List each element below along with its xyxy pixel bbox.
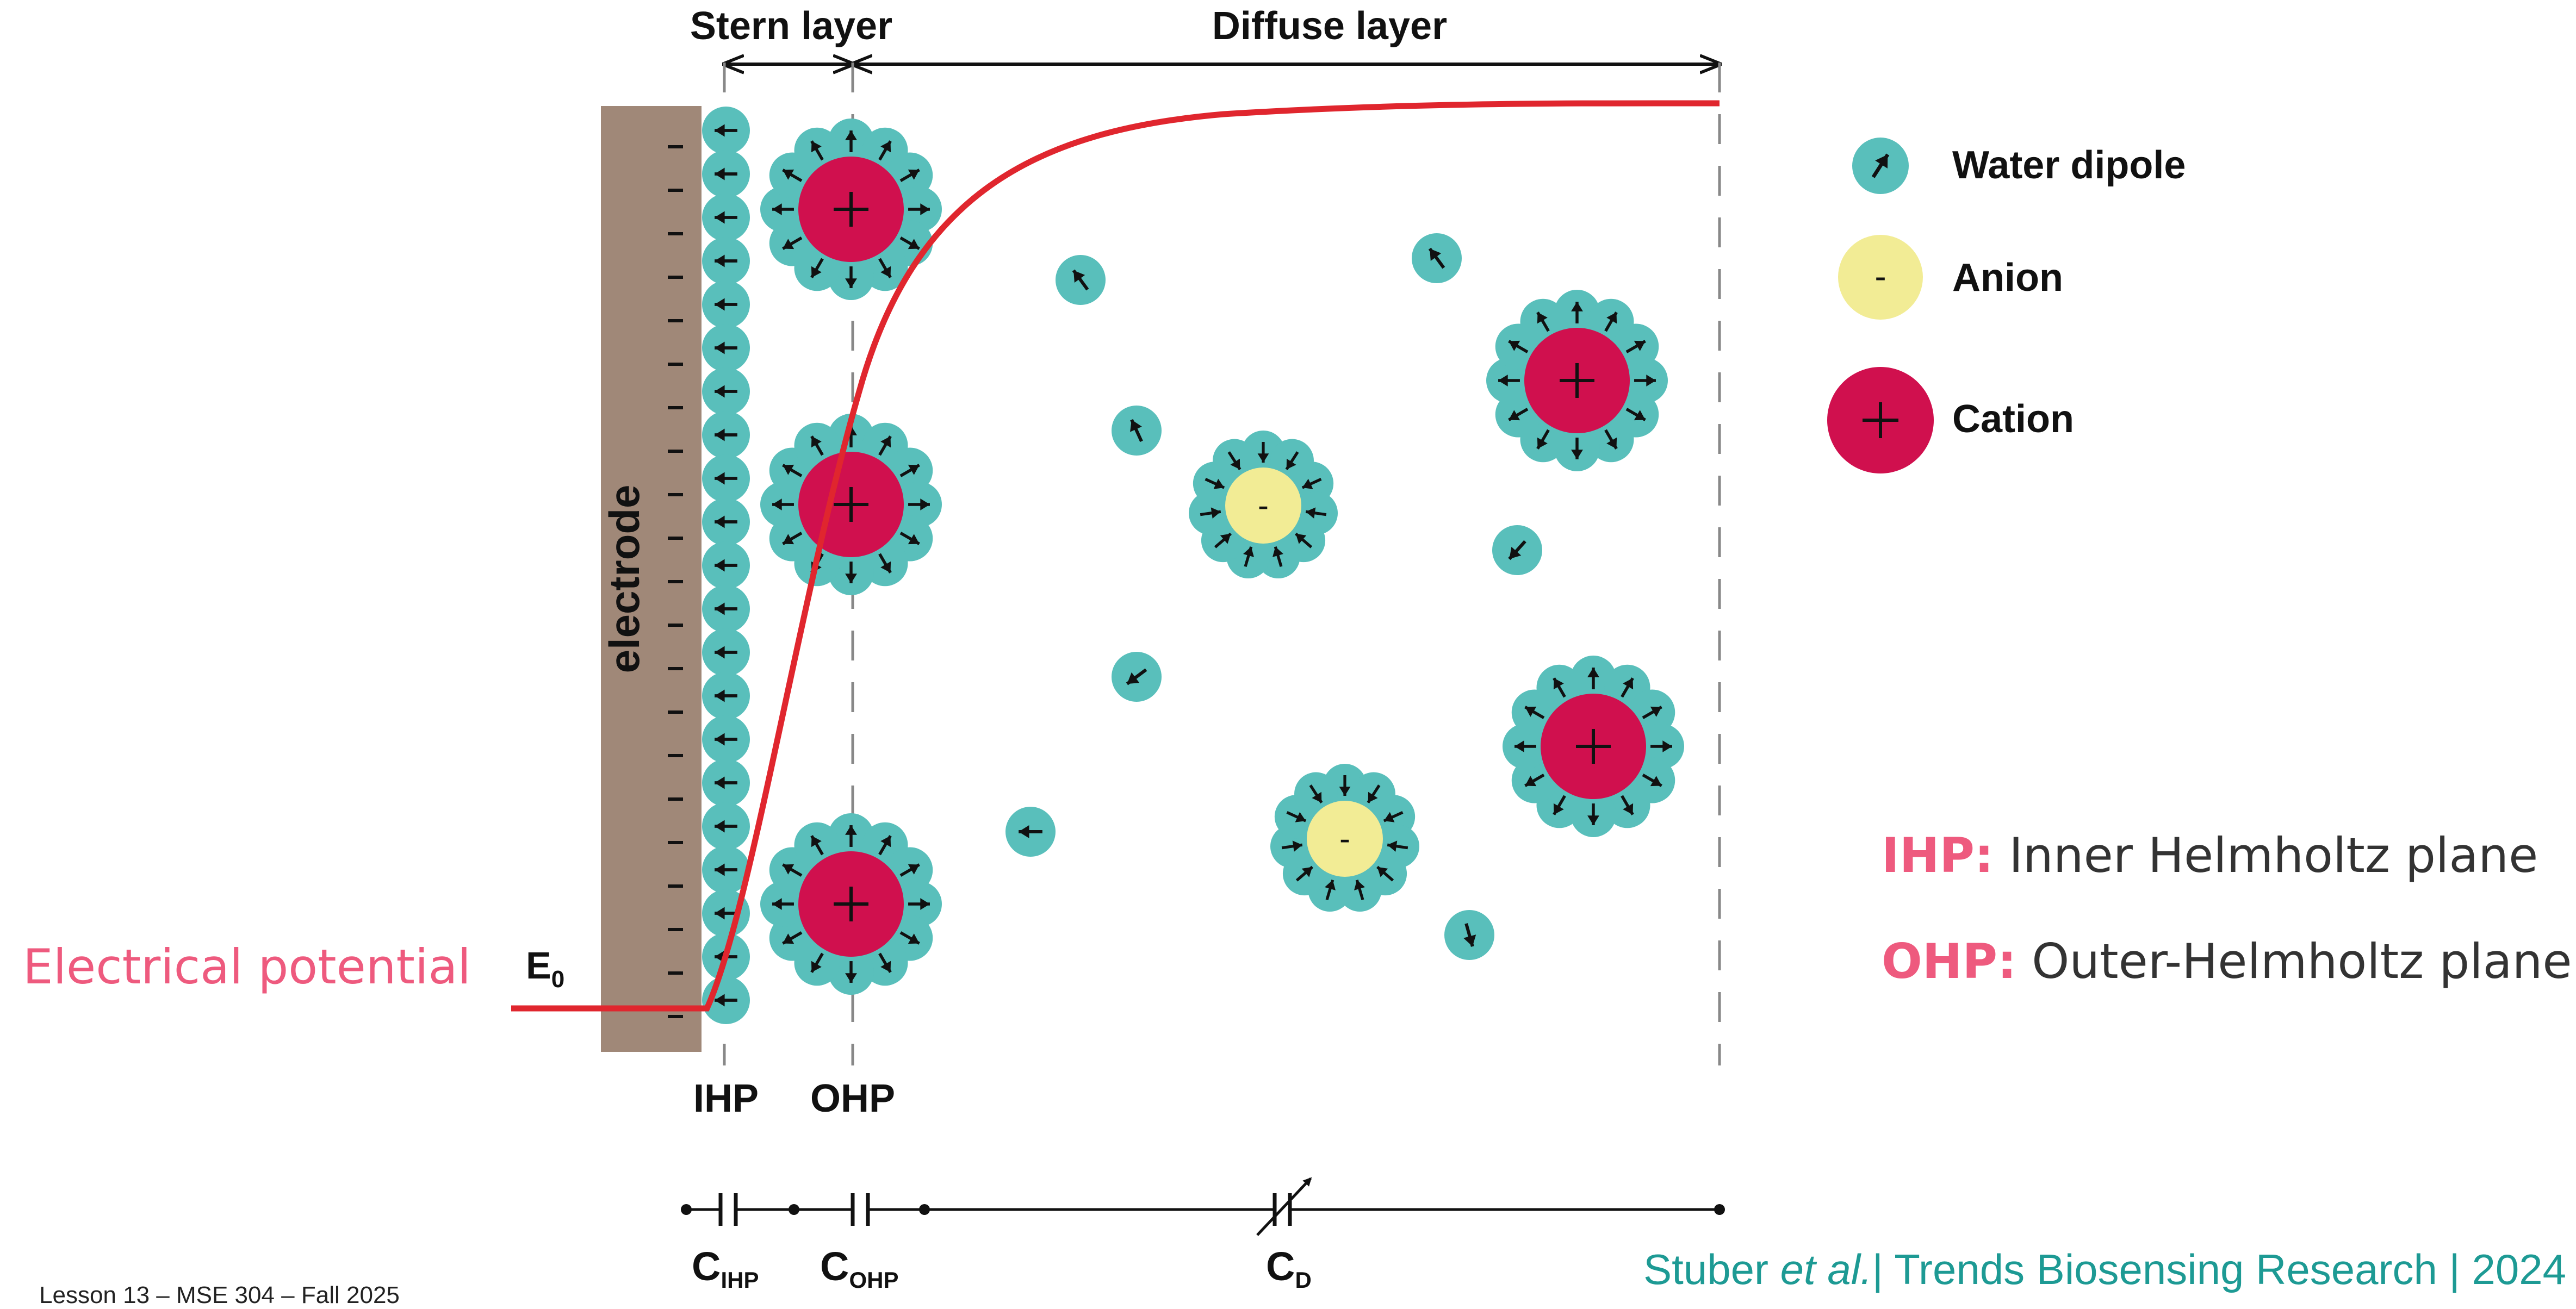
ohp-label: OHP bbox=[810, 1077, 895, 1120]
water-dipole bbox=[702, 150, 750, 198]
legend-cation-icon bbox=[1827, 367, 1934, 473]
water-dipole bbox=[702, 367, 750, 415]
potential-curve bbox=[511, 100, 1720, 1012]
water-dipole bbox=[702, 802, 750, 850]
legend: Water dipole - Anion Cation bbox=[1827, 138, 2186, 473]
anion-sign: - bbox=[1258, 487, 1269, 523]
water-dipole bbox=[702, 541, 750, 589]
capacitor-ihp-label: CIHP bbox=[692, 1244, 759, 1293]
svg-text:-: - bbox=[1874, 257, 1886, 296]
ihp-definition: IHP: Inner Helmholtz plane bbox=[1882, 832, 2538, 880]
water-dipole bbox=[702, 194, 750, 241]
electrode-label: electrode bbox=[600, 485, 648, 674]
legend-anion-icon: - bbox=[1838, 235, 1923, 320]
legend-anion-label: Anion bbox=[1952, 256, 2063, 300]
capacitor-ohp-label: COHP bbox=[820, 1244, 898, 1293]
capacitor-diffuse-label: CD bbox=[1266, 1244, 1312, 1293]
water-dipole bbox=[702, 759, 750, 807]
water-dipole bbox=[702, 324, 750, 372]
water-dipole bbox=[702, 280, 750, 328]
electrical-potential-label: Electrical potential bbox=[23, 939, 471, 995]
water-dipole bbox=[702, 715, 750, 763]
ohp-definition-text: Outer-Helmholtz plane bbox=[2032, 933, 2572, 989]
water-dipole bbox=[1213, 439, 1257, 483]
anion bbox=[1225, 467, 1301, 544]
solvated-cation bbox=[760, 813, 942, 995]
ohp-definition-term: OHP: bbox=[1882, 933, 2017, 989]
water-dipole bbox=[1256, 535, 1300, 579]
water-dipole bbox=[1444, 910, 1494, 960]
ihp-definition-text: Inner Helmholtz plane bbox=[2009, 827, 2538, 883]
circuit-node bbox=[1714, 1204, 1725, 1215]
water-dipole bbox=[1412, 233, 1462, 283]
legend-water-dipole-icon bbox=[1852, 138, 1909, 194]
water-dipole bbox=[702, 846, 750, 894]
solvated-cation bbox=[760, 119, 942, 300]
water-dipole bbox=[702, 672, 750, 720]
solvated-ions: -- bbox=[760, 119, 1684, 995]
footer-lesson: Lesson 13 – MSE 304 – Fall 2025 bbox=[39, 1282, 400, 1308]
water-dipole bbox=[702, 237, 750, 285]
circuit-node bbox=[919, 1204, 930, 1215]
water-dipole bbox=[702, 107, 750, 154]
ohp-capacitor-symbol bbox=[851, 1193, 870, 1226]
solvated-anion: - bbox=[1270, 764, 1420, 912]
ihp-definition-term: IHP: bbox=[1882, 827, 1994, 883]
water-dipole bbox=[1492, 525, 1542, 575]
legend-cation-label: Cation bbox=[1952, 397, 2074, 441]
water-dipole bbox=[1338, 868, 1382, 912]
stern-layer-label: Stern layer bbox=[690, 4, 892, 48]
water-dipole bbox=[702, 585, 750, 633]
ohp-definition: OHP: Outer-Helmholtz plane bbox=[1882, 938, 2572, 986]
water-dipole bbox=[1294, 772, 1338, 816]
water-dipole bbox=[1112, 406, 1162, 456]
diffuse-layer-label: Diffuse layer bbox=[1212, 4, 1447, 48]
legend-water-dipole-symbol bbox=[1852, 138, 1909, 194]
free-water-dipoles bbox=[1005, 233, 1542, 960]
water-dipole bbox=[702, 628, 750, 676]
circuit-node bbox=[789, 1204, 799, 1215]
solvated-cation bbox=[760, 414, 942, 595]
water-dipole bbox=[1056, 255, 1106, 305]
circuit-node bbox=[681, 1204, 692, 1215]
solvated-cation bbox=[1486, 290, 1668, 471]
solvated-cation bbox=[1503, 656, 1684, 837]
anion-sign: - bbox=[1339, 820, 1350, 857]
water-dipole bbox=[702, 454, 750, 502]
legend-water-dipole-label: Water dipole bbox=[1952, 144, 2186, 187]
water-dipole bbox=[1005, 807, 1056, 857]
water-dipole bbox=[1112, 652, 1162, 702]
solvated-anion: - bbox=[1188, 431, 1338, 579]
ihp-capacitor-symbol bbox=[718, 1193, 738, 1226]
anion bbox=[1307, 801, 1383, 877]
electrode-charges bbox=[668, 145, 683, 1018]
water-dipole bbox=[702, 411, 750, 459]
water-dipole bbox=[702, 498, 750, 546]
equivalent-circuit bbox=[681, 1177, 1725, 1236]
citation: Stuber et al.| Trends Biosensing Researc… bbox=[1643, 1245, 2566, 1293]
potential-label: E0 bbox=[526, 944, 564, 993]
electrode bbox=[601, 106, 702, 1052]
diffuse-variable-capacitor-symbol bbox=[1256, 1177, 1312, 1236]
ihp-label: IHP bbox=[693, 1077, 759, 1120]
